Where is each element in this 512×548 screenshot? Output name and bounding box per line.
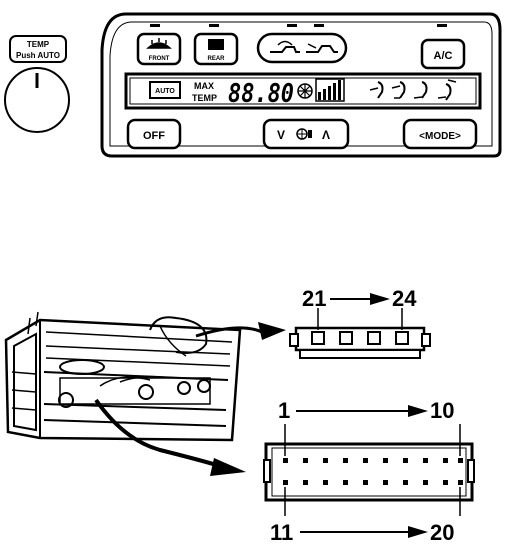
front-led — [150, 24, 160, 27]
lower-connector-pins-top-row — [283, 458, 463, 463]
air-intake-button-group[interactable] — [256, 32, 348, 64]
auto-indicator — [149, 81, 181, 99]
lower-connector-top-left-pin-label: 1 — [278, 398, 290, 423]
off-label: OFF — [143, 130, 165, 142]
front-defrost-button[interactable]: FRONT — [136, 32, 182, 66]
lower-connector-callout-arrow — [94, 398, 246, 476]
fan-up-button[interactable]: Λ — [322, 128, 330, 142]
recirculate-icon[interactable] — [270, 40, 300, 53]
fan-icon — [297, 83, 313, 99]
lower-connector-bottom-left-pin-label: 11 — [270, 520, 293, 545]
rear-defrost-button[interactable]: REAR — [193, 32, 239, 66]
mode-bilevel-icon — [391, 81, 406, 99]
fan-down-button[interactable]: V — [277, 128, 285, 142]
mode-face-icon — [369, 81, 384, 99]
fan-speed-icon — [296, 128, 312, 140]
temp-knob[interactable]: TEMP Push AUTO — [4, 35, 70, 133]
front-defrost-icon — [146, 38, 172, 49]
temp-knob-label-plate — [9, 35, 67, 63]
lower-connector-top-right-pin-label: 10 — [430, 398, 454, 423]
fan-speed-bars — [315, 78, 345, 102]
temp-knob-label: TEMP — [27, 40, 50, 49]
lcd-display: AUTO MAX TEMP 88.80 — [124, 72, 482, 110]
ac-led — [437, 24, 447, 27]
temp-indicator: TEMP — [192, 93, 217, 103]
ac-label: A/C — [434, 50, 453, 62]
temperature-digits: 88.80 — [228, 79, 294, 109]
upper-connector: 21 24 — [289, 286, 431, 359]
upper-connector-end-pin-label: 24 — [392, 286, 417, 311]
off-button[interactable]: OFF — [126, 118, 182, 150]
temp-knob-dial[interactable] — [4, 67, 70, 133]
upper-connector-start-pin-label: 21 — [302, 286, 326, 311]
max-indicator: MAX — [194, 81, 214, 91]
fresh-air-icon[interactable] — [306, 43, 338, 53]
lower-connector-bottom-right-pin-label: 20 — [430, 520, 454, 545]
temp-knob-sublabel: Push AUTO — [16, 51, 60, 60]
fresh-led — [314, 24, 324, 27]
lower-connector: 1 10 — [263, 398, 475, 545]
front-defrost-label: FRONT — [149, 56, 170, 62]
rear-led — [209, 24, 219, 27]
auto-indicator-text: AUTO — [155, 88, 175, 95]
control-unit-rear-view — [4, 311, 242, 442]
rear-defrost-label: REAR — [207, 56, 225, 62]
mode-label: <MODE> — [419, 131, 461, 142]
recirc-led — [287, 24, 297, 27]
climate-control-panel: FRONT REAR A/C — [100, 12, 502, 158]
mode-button[interactable]: <MODE> — [402, 118, 478, 150]
mode-foot-icon — [413, 81, 428, 99]
upper-connector-pins — [311, 331, 409, 345]
ac-button[interactable]: A/C — [420, 38, 466, 70]
rear-defrost-icon — [208, 39, 224, 50]
fan-speed-rocker[interactable]: V Λ — [262, 118, 350, 150]
mode-foot-defrost-icon — [437, 79, 457, 101]
lower-connector-pins-bottom-row — [283, 480, 463, 485]
upper-connector-callout-arrow — [195, 322, 286, 340]
panel-inner-edge — [109, 21, 493, 147]
